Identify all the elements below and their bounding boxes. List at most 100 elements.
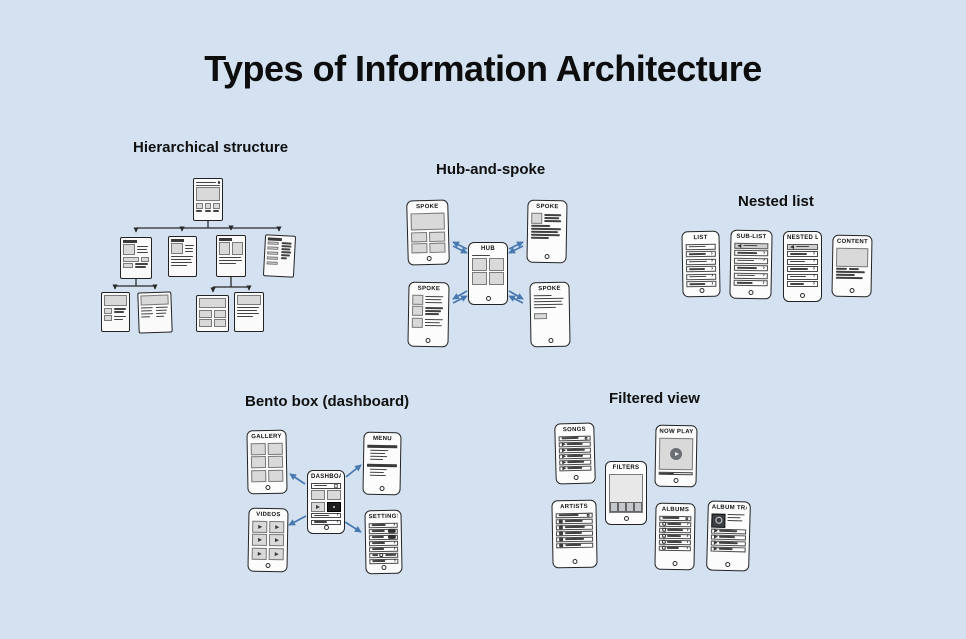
play-icon (257, 551, 262, 556)
phone-title: SPOKE (417, 285, 441, 293)
play-icon (713, 546, 718, 551)
phone-title: VIDEOS (256, 511, 281, 519)
page-title: Types of Information Architecture (204, 48, 762, 89)
chevron-right-icon: › (762, 272, 765, 279)
toggle-icon (387, 528, 396, 534)
album-header (711, 513, 746, 528)
home-button-icon (849, 287, 855, 294)
wireframe-content: › › (311, 482, 341, 525)
card-child-page (168, 236, 197, 277)
wireframe-content (171, 243, 194, 254)
home-button-icon (673, 477, 679, 484)
chevron-right-icon: › (762, 279, 765, 286)
search-bar (311, 482, 341, 489)
section-filtered-view: Filtered view SONGS NOW PLAYING (545, 388, 760, 583)
phone-title: CONTENT (836, 238, 869, 246)
chevron-right-icon: › (710, 250, 713, 257)
chevron-right-icon: › (686, 526, 689, 533)
card-header (123, 240, 138, 243)
chevron-right-icon: › (711, 265, 714, 272)
phone-settings: SETTINGS › › › › (364, 509, 403, 575)
home-button-icon (323, 525, 329, 530)
home-button-icon (264, 484, 270, 491)
chevron-right-icon: › (393, 521, 396, 528)
wireframe-content (530, 212, 564, 251)
chevron-right-icon: › (711, 280, 714, 287)
section-label: Nested list (738, 193, 814, 210)
card-leaf-page (196, 295, 229, 332)
wireframe-content (609, 473, 643, 513)
chevron-right-icon: › (813, 265, 815, 272)
section-bento-box: Bento box (dashboard) GALLERY MENU (240, 390, 420, 585)
section-hub-and-spoke: Hub-and-spoke SPOKE SPOKE (395, 155, 585, 355)
phone-spoke: SPOKE (407, 281, 450, 348)
chevron-right-icon: › (711, 272, 714, 279)
toggle-icon (387, 534, 396, 540)
card-root-page (193, 178, 223, 221)
home-button-icon (265, 562, 271, 569)
play-icon (713, 534, 718, 539)
phone-title: ALBUM TRACKS (711, 504, 747, 512)
back-arrow-icon (790, 244, 794, 249)
magnifier-icon (584, 436, 588, 440)
home-button-icon (426, 255, 432, 262)
card-child-page (120, 237, 152, 279)
chevron-right-icon: › (393, 557, 396, 564)
header-with-back (734, 242, 769, 249)
card-leaf-page (137, 291, 173, 334)
home-button-icon (379, 485, 385, 492)
progress-bar (658, 471, 693, 476)
wireframe-content (123, 256, 149, 262)
chevron-right-icon: › (710, 257, 713, 264)
wireframe-content (410, 212, 446, 254)
phone-title: NOW PLAYING (659, 428, 694, 436)
play-icon (713, 528, 718, 533)
wireframe-content (199, 319, 226, 327)
phone-spoke: SPOKE (526, 199, 568, 264)
phone-title: FILTERS (612, 465, 640, 471)
chevron-right-icon: › (336, 512, 339, 518)
wireframe-content (104, 307, 127, 314)
filter-panel (609, 473, 643, 513)
slider-knob-icon (379, 553, 384, 558)
phone-content: CONTENT (831, 234, 873, 298)
home-button-icon (381, 564, 387, 571)
phone-nested-list: NESTED LIST › › › › › (783, 231, 822, 302)
album-icon (661, 539, 666, 544)
phone-albums: ALBUMS › › › › › (654, 502, 696, 571)
wireframe-content (250, 442, 284, 482)
play-icon (561, 460, 566, 465)
wireframe-content (411, 294, 446, 335)
section-label: Filtered view (609, 390, 700, 407)
wireframe-content (251, 520, 285, 560)
phone-title: SONGS (562, 426, 587, 434)
play-icon (274, 551, 279, 556)
wireframe-content: › › › › (368, 521, 399, 564)
person-icon (558, 542, 564, 548)
play-icon (257, 524, 262, 529)
home-button-icon (485, 296, 491, 301)
chevron-right-icon: › (393, 545, 396, 552)
phone-title: NESTED LIST (787, 235, 818, 241)
wireframe-content (104, 315, 127, 321)
home-button-icon (573, 474, 579, 481)
album-icon (661, 521, 666, 526)
phone-list: LIST › › › › › (681, 230, 721, 298)
phone-title: HUB (481, 246, 495, 252)
wireframe-content (123, 244, 149, 255)
phone-album-tracks: ALBUM TRACKS (706, 500, 751, 572)
wireframe-content (266, 241, 293, 265)
album-art-placeholder (658, 437, 694, 471)
card-header (267, 237, 282, 241)
search-bar (555, 512, 593, 518)
phone-title: GALLERY (251, 433, 282, 441)
filter-column (634, 502, 642, 512)
wireframe-content: › › › › › (658, 515, 692, 558)
play-icon (713, 540, 718, 545)
phone-title: SUB-LIST (736, 233, 767, 241)
section-label: Bento box (dashboard) (245, 393, 410, 410)
play-icon (561, 466, 566, 471)
play-icon (274, 538, 279, 543)
image-placeholder (104, 295, 127, 306)
